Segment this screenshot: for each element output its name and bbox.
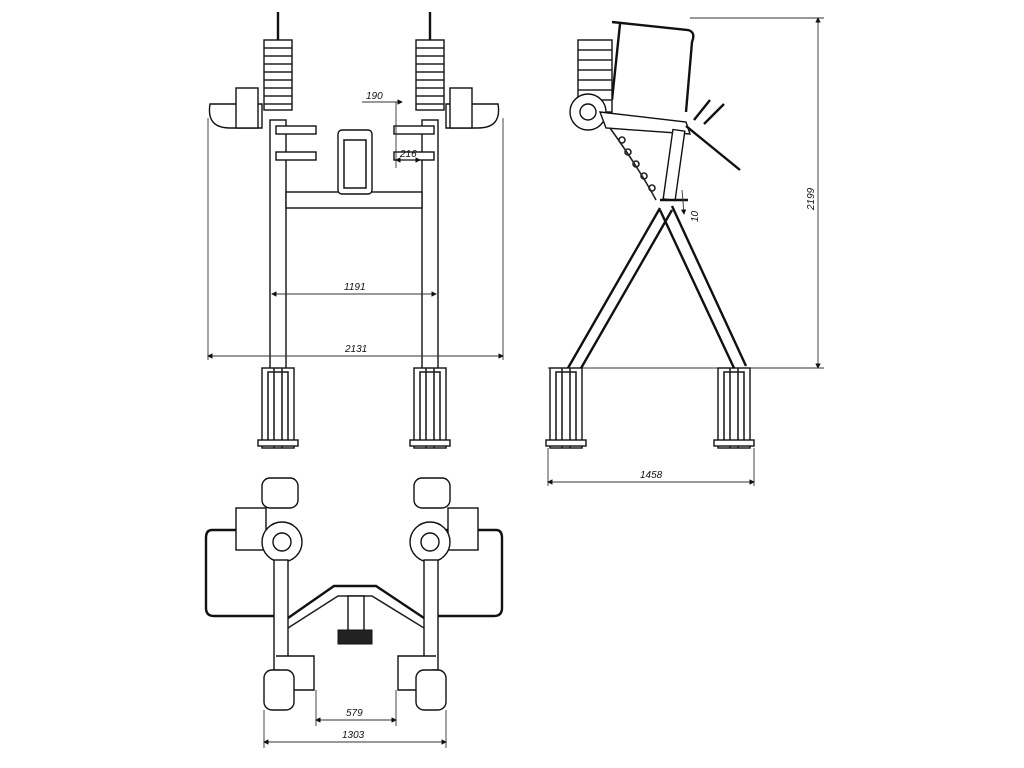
dim-foot-gap: 579 <box>346 708 363 719</box>
dim-base-width: 1303 <box>342 730 365 741</box>
front-view: 2131 1191 190 216 <box>207 10 504 449</box>
dim-inner-width: 1191 <box>344 282 366 293</box>
dim-depth: 1458 <box>640 470 663 481</box>
dim-overall-width: 2131 <box>344 344 367 355</box>
dim-arm-offset: 216 <box>399 149 417 160</box>
dim-gap: 10 <box>690 210 701 222</box>
dim-top-offset: 190 <box>366 91 383 102</box>
side-view: 2199 10 1458 <box>545 17 824 486</box>
top-view: 579 1303 <box>204 477 504 748</box>
dim-height: 2199 <box>806 187 817 211</box>
